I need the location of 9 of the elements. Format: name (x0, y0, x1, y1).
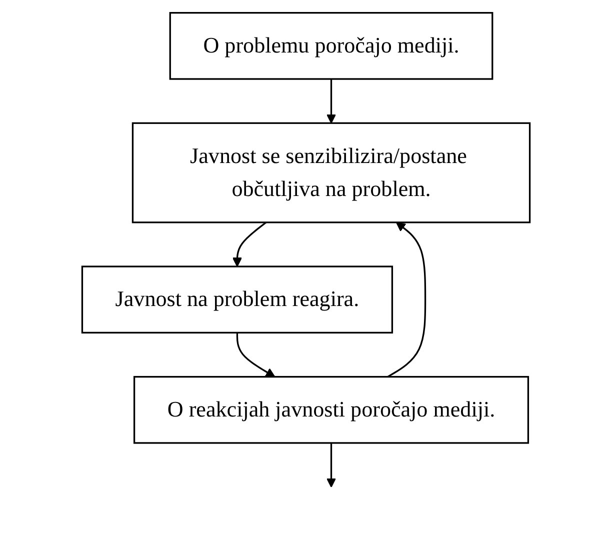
arrow (326, 79, 336, 124)
node-box: Javnost se senzibilizira/postane občutljiva na problem. (132, 122, 531, 224)
node-box: O problemu poročajo mediji. (169, 12, 494, 80)
arrow (236, 332, 276, 378)
node-box: O reakcijah javnosti poročajo mediji. (133, 376, 530, 444)
node-box: Javnost na problem reagira. (81, 266, 394, 334)
arrow (387, 222, 426, 378)
arrow (326, 442, 336, 488)
arrow (232, 222, 267, 267)
